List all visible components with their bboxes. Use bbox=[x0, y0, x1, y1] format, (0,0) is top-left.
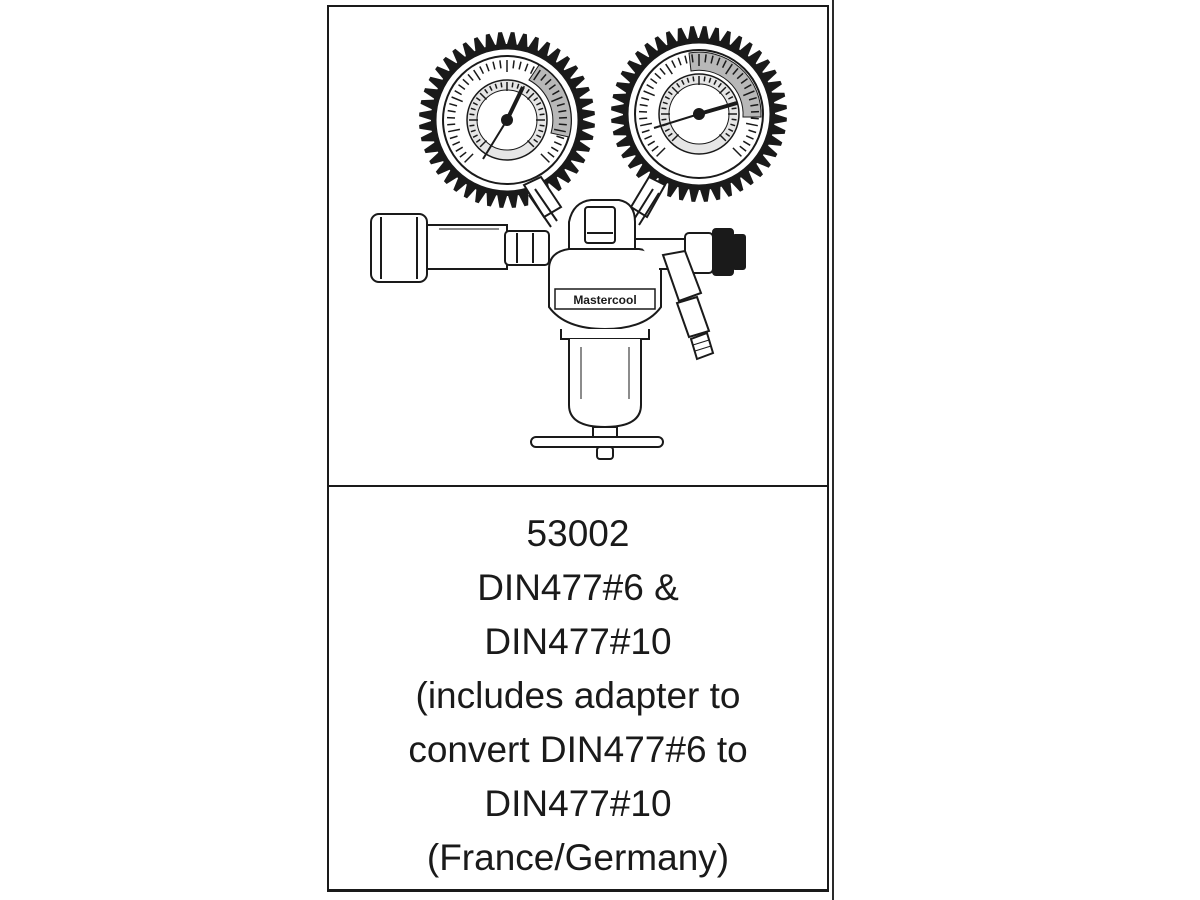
description-line: (includes adapter to bbox=[415, 675, 741, 716]
brand-label: Mastercool bbox=[573, 293, 636, 307]
description-line: (France/Germany) bbox=[426, 837, 730, 878]
regulator-illustration-icon: Mastercool bbox=[370, 26, 787, 460]
description-line: DIN477#6 & bbox=[477, 567, 679, 608]
description-line: convert DIN477#6 to bbox=[408, 729, 748, 770]
part-number: 53002 bbox=[526, 513, 630, 554]
outlet-valve-icon bbox=[635, 228, 746, 361]
description-line: DIN477#10 bbox=[484, 783, 672, 824]
description-line: DIN477#10 bbox=[484, 621, 672, 662]
inlet-connector-icon bbox=[370, 213, 550, 283]
product-table: Mastercool bbox=[327, 5, 829, 892]
product-image-cell: Mastercool bbox=[329, 7, 827, 487]
regulator-body-icon: Mastercool bbox=[530, 199, 664, 460]
page-right-edge-line bbox=[832, 0, 834, 900]
product-description-cell: 53002 DIN477#6 & DIN477#10 (includes ada… bbox=[329, 487, 827, 890]
right-gauge-icon bbox=[611, 26, 787, 202]
left-gauge-icon bbox=[419, 32, 595, 208]
